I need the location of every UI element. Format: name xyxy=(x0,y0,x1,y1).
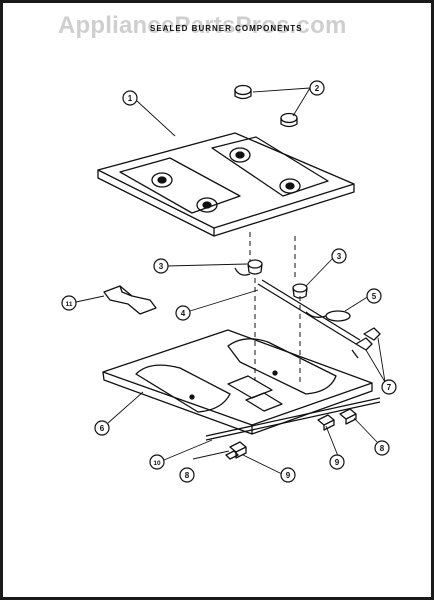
callout-8-right-label: 8 xyxy=(380,444,385,453)
frame-border-right xyxy=(431,0,434,600)
clip-left-rear xyxy=(225,450,239,460)
burner-opening-rear-right xyxy=(229,147,251,163)
callout-8-left xyxy=(179,467,195,483)
frame-border-top xyxy=(0,0,434,3)
callout-1-label: 1 xyxy=(128,94,133,103)
callout-9-left-label: 9 xyxy=(286,471,291,480)
callout-6-label: 6 xyxy=(100,424,105,433)
leader-lines xyxy=(75,87,386,475)
callout-3-left-label: 3 xyxy=(159,262,164,271)
callout-3-left xyxy=(153,258,169,274)
callout-10 xyxy=(149,454,165,470)
ignitor-wire xyxy=(305,310,351,322)
callout-4-label: 4 xyxy=(181,309,186,318)
burner-head-left xyxy=(234,259,263,276)
callout-11 xyxy=(61,295,77,311)
callout-2-label: 2 xyxy=(315,84,320,93)
callout-5-label: 5 xyxy=(372,292,377,301)
burner-box-pan xyxy=(102,329,373,435)
orifice-fittings xyxy=(351,327,381,359)
callout-9-left xyxy=(280,467,296,483)
diagram-title: SEALED BURNER COMPONENTS xyxy=(150,24,303,33)
clip-right-front xyxy=(339,408,357,425)
frame-border-left xyxy=(0,0,3,600)
gas-manifold-tube xyxy=(257,279,361,345)
callout-7-label: 7 xyxy=(387,383,392,392)
frame-border-bottom xyxy=(0,597,434,600)
clip-left-front xyxy=(229,441,247,459)
mounting-bracket xyxy=(103,285,157,315)
callout-7 xyxy=(381,379,397,395)
clip-right-rear xyxy=(317,414,335,431)
burner-opening-front-right xyxy=(279,178,301,194)
callout-9-right xyxy=(329,454,345,470)
burner-cap-left xyxy=(234,84,252,100)
callout-10-label: 10 xyxy=(153,460,161,467)
alignment-lines xyxy=(249,232,301,384)
callout-11-label: 11 xyxy=(66,301,73,308)
callout-5 xyxy=(366,288,382,304)
burner-head-right xyxy=(292,283,308,299)
callout-1 xyxy=(122,90,138,106)
callout-8-right xyxy=(374,440,390,456)
burner-cap-right xyxy=(280,112,298,128)
front-trim-strip xyxy=(205,397,381,441)
callout-4 xyxy=(175,305,191,321)
burner-opening-rear-left xyxy=(151,172,173,188)
callout-2 xyxy=(309,80,325,96)
callout-8-left-label: 8 xyxy=(185,471,190,480)
callout-9-right-label: 9 xyxy=(335,458,340,467)
callout-3-right xyxy=(331,248,347,264)
burner-opening-front-left xyxy=(196,197,218,213)
watermark: AppliancePartsPros.com xyxy=(58,12,347,39)
callout-6 xyxy=(94,420,110,436)
cooktop-top-panel xyxy=(97,132,355,237)
callout-3-right-label: 3 xyxy=(337,252,342,261)
